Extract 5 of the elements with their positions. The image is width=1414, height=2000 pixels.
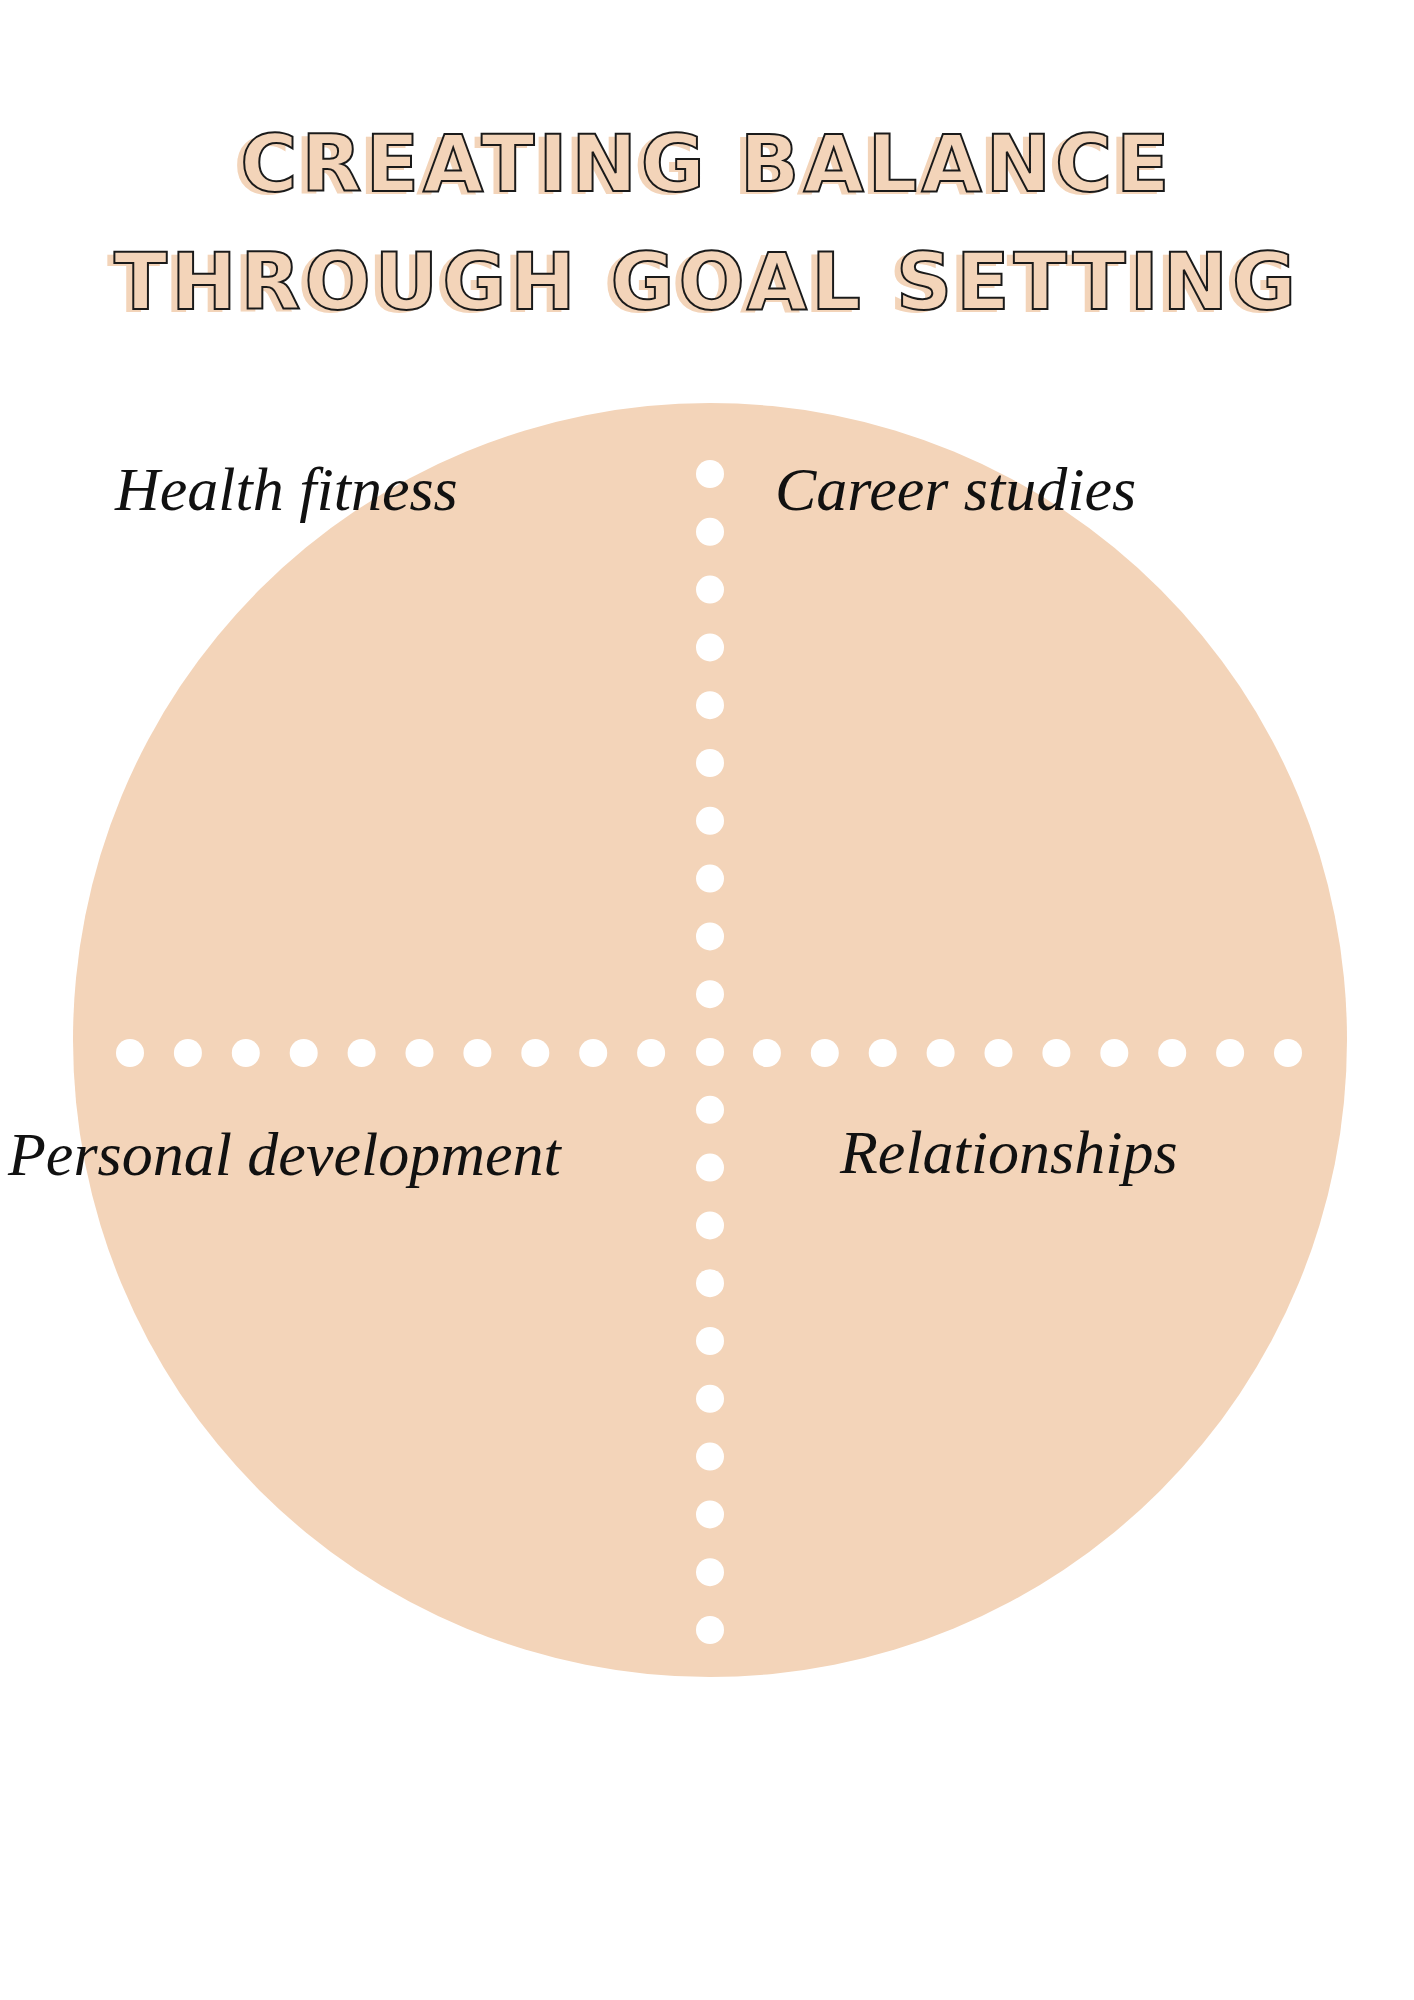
quadrant-label: Health fitness [115,455,458,524]
quadrant-label: Career studies [775,455,1137,524]
quadrant-label: Personal development [8,1120,561,1189]
quadrant-label: Relationships [840,1118,1178,1187]
title: CREATING BALANCE THROUGH GOAL SETTING [112,118,1302,329]
